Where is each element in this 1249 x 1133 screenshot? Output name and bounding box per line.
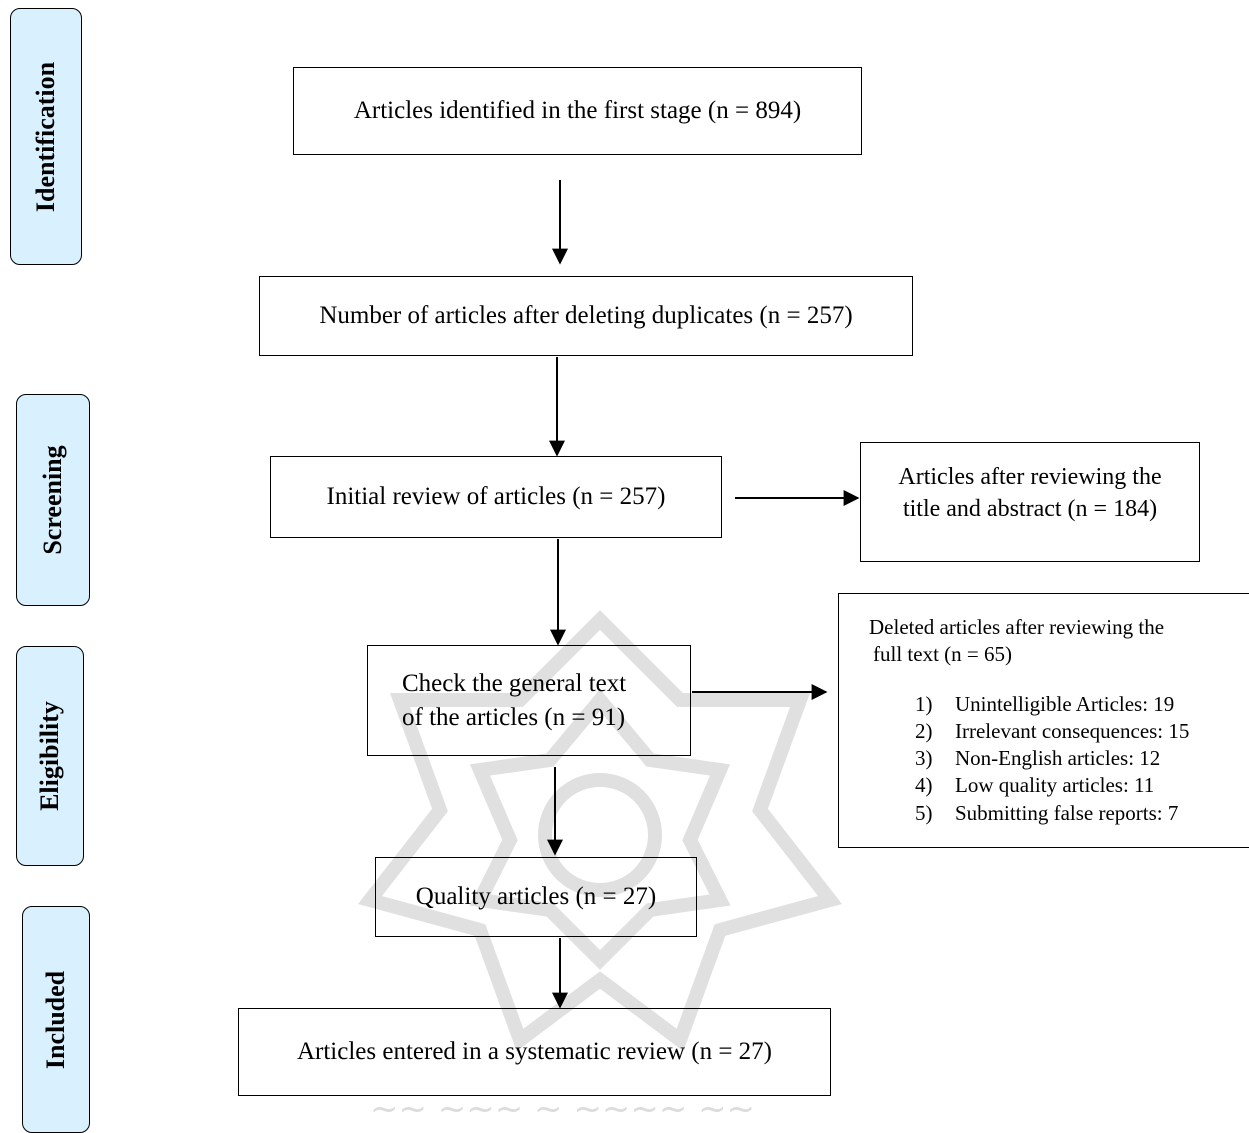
list-item: 2)Irrelevant consequences: 15 (915, 718, 1190, 743)
deleted-heading-line1: Deleted articles after reviewing the (869, 615, 1165, 639)
box-after-duplicates: Number of articles after deleting duplic… (259, 276, 913, 356)
stage-screening: Screening (16, 394, 90, 606)
box-general-text-line1: Check the general text (402, 669, 627, 697)
box-after-duplicates-text: Number of articles after deleting duplic… (319, 302, 853, 330)
box-quality: Quality articles (n = 27) (375, 857, 697, 937)
stage-eligibility: Eligibility (16, 646, 84, 866)
list-item: 3)Non-English articles: 12 (915, 746, 1161, 771)
list-item: 4)Low quality articles: 11 (915, 773, 1155, 798)
box-after-title-abstract: Articles after reviewing the title and a… (860, 442, 1200, 562)
deleted-heading-line2: full text (n = 65) (873, 642, 1012, 667)
box-quality-text: Quality articles (n = 27) (415, 883, 657, 911)
deleted-criteria-list: 1)Unintelligible Articles: 19 2)Irreleva… (869, 691, 1249, 827)
box-identified-text: Articles identified in the first stage (… (353, 97, 802, 125)
list-item: 5)Submitting false reports: 7 (915, 800, 1179, 825)
box-identified: Articles identified in the first stage (… (293, 67, 862, 155)
box-deleted-articles: Deleted articles after reviewing the ful… (838, 593, 1249, 848)
box-general-text-line2: of the articles (n = 91) (402, 703, 626, 731)
box-initial-review: Initial review of articles (n = 257) (270, 456, 722, 538)
box-after-title-abstract-line1: Articles after reviewing the (898, 464, 1162, 490)
box-entered: Articles entered in a systematic review … (238, 1008, 831, 1096)
box-after-title-abstract-line2: title and abstract (n = 184) (902, 496, 1158, 523)
stage-included: Included (22, 906, 90, 1133)
box-entered-text: Articles entered in a systematic review … (296, 1038, 773, 1066)
stage-identification: Identification (10, 8, 82, 265)
box-initial-review-text: Initial review of articles (n = 257) (326, 483, 666, 511)
box-general-text: Check the general text of the articles (… (367, 645, 691, 756)
list-item: 1)Unintelligible Articles: 19 (915, 691, 1175, 716)
